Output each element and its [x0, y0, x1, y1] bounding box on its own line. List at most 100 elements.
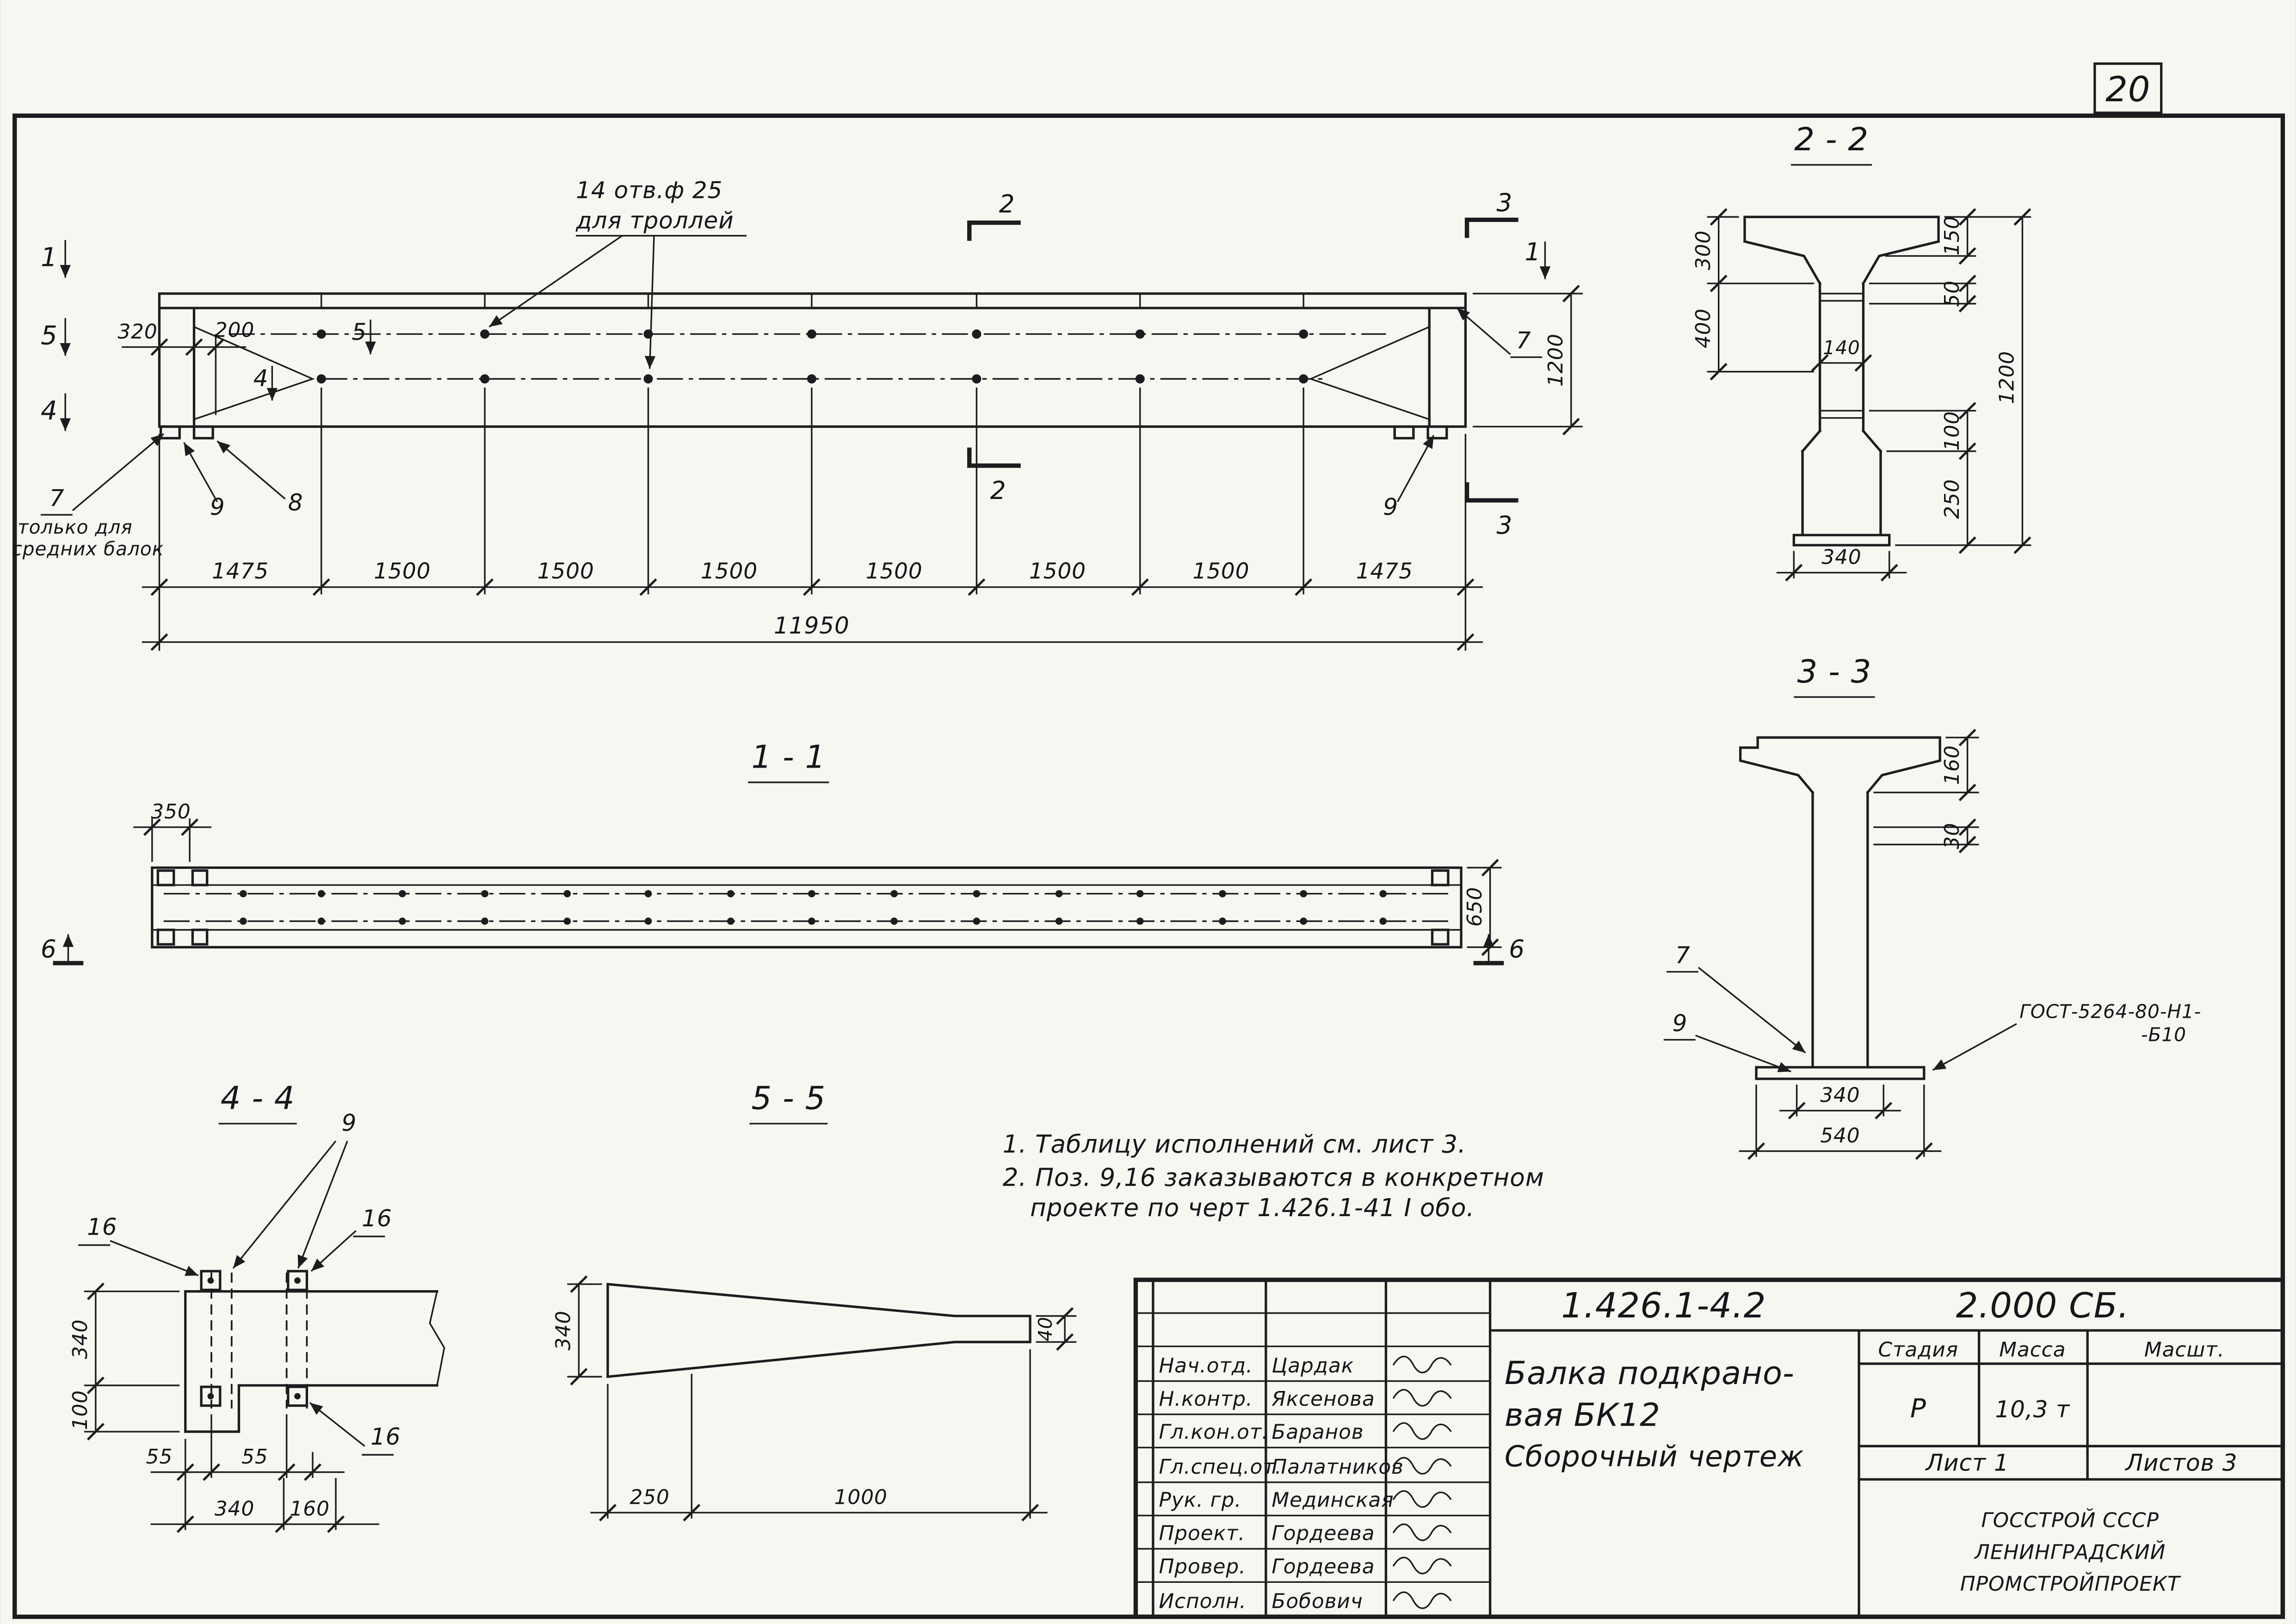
dim-40: 40 — [1034, 1316, 1056, 1341]
dim-segment: 1500 — [866, 559, 923, 584]
sheets-label: Листов 3 — [2124, 1450, 2237, 1476]
org-line2: ЛЕНИНГРАДСКИЙ — [1974, 1539, 2166, 1564]
signature-rows: Нач.отд. Цардак Н.контр. Яксенова Гл.кон… — [1159, 1354, 1452, 1613]
gost-note-line2: -Б10 — [2141, 1024, 2186, 1046]
detail-5-5-title: 5 - 5 — [751, 1080, 826, 1117]
cut-label-2-top: 2 — [999, 190, 1015, 219]
cut-label-6-left: 6 — [41, 935, 57, 963]
trolley-holes-note: 14 отв.ф 25 для троллей — [488, 177, 747, 369]
dim-1200-section: 1200 — [1995, 351, 2019, 404]
holes-note-line2: для троллей — [575, 207, 734, 234]
middle-beams-note-line2: средних балок — [12, 538, 164, 560]
main-elevation-view: 14 отв.ф 25 для троллей 1 5 4 2 2 3 3 1 … — [12, 177, 1583, 651]
section-2-2-title: 2 - 2 — [1794, 121, 1869, 158]
dim-1000: 1000 — [834, 1485, 888, 1509]
person-name: Палатников — [1271, 1455, 1403, 1479]
callout-9-right: 9 — [1383, 493, 1398, 520]
dim-340-section22: 340 — [1821, 546, 1861, 569]
person-name: Яксенова — [1271, 1387, 1375, 1411]
signature — [1392, 1457, 1452, 1475]
cut-label-4-inner: 4 — [253, 365, 269, 392]
dim-140: 140 — [1823, 337, 1860, 359]
role-label: Гл.кон.от. — [1159, 1421, 1269, 1444]
cut-marks: 1 5 4 2 2 3 3 1 5 4 — [41, 189, 1551, 540]
signature — [1392, 1556, 1452, 1575]
signature — [1392, 1422, 1452, 1440]
callout-9-section33: 9 — [1673, 1010, 1688, 1037]
sheet-label: Лист 1 — [1925, 1450, 2009, 1476]
callout-7-left: 7 — [49, 485, 65, 512]
dim-250: 250 — [630, 1485, 669, 1509]
drawing-title-line1: Балка подкрано- — [1505, 1355, 1795, 1392]
section-1-1: 1 - 1 350 650 6 6 — [41, 739, 1524, 966]
detail-4-4-title: 4 - 4 — [221, 1080, 295, 1117]
drawing-title: Балка подкрано- вая БК12 Сборочный черте… — [1505, 1355, 1804, 1473]
dim-segment: 1500 — [1192, 559, 1249, 584]
dim-150: 150 — [1940, 216, 1964, 256]
section-1-1-title: 1 - 1 — [751, 739, 826, 776]
callout-8: 8 — [288, 489, 303, 516]
doc-code-2: 2.000 СБ. — [1956, 1285, 2129, 1326]
detail-5-5: 5 - 5 340 40 250 1000 — [552, 1080, 1077, 1521]
callout-7-section33: 7 — [1675, 942, 1691, 969]
role-label: Провер. — [1159, 1555, 1246, 1579]
dim-250: 250 — [1940, 479, 1964, 519]
dim-540: 540 — [1820, 1124, 1860, 1148]
dim-segment: 1500 — [1029, 559, 1086, 584]
cut-label-1-right: 1 — [1525, 238, 1541, 266]
cut-label-2-bottom: 2 — [990, 476, 1006, 505]
organization: ГОССТРОЙ СССР ЛЕНИНГРАДСКИЙ ПРОМСТРОЙПРО… — [1960, 1507, 2181, 1596]
dim-650: 650 — [1463, 887, 1487, 927]
person-name: Гордеева — [1271, 1522, 1375, 1545]
stage-value: Р — [1910, 1394, 1926, 1424]
stage-header: Стадия — [1878, 1338, 1959, 1361]
signature — [1392, 1389, 1452, 1407]
stage-mass-scale: Стадия Масса Масшт. Р 10,3 т Лист 1 Лист… — [1878, 1338, 2237, 1476]
dim-340-section33: 340 — [1820, 1083, 1860, 1107]
dim-100-detail44: 100 — [68, 1390, 92, 1430]
dim-segment: 1500 — [701, 559, 758, 584]
signature — [1392, 1523, 1452, 1541]
drawing-title-line3: Сборочный чертеж — [1505, 1439, 1804, 1473]
main-dimensions: 320 200 1200 1475 1500 1500 1500 1500 15… — [117, 286, 1583, 651]
role-label: Проект. — [1159, 1522, 1245, 1545]
cut-label-3-bottom: 3 — [1497, 511, 1513, 540]
signature — [1392, 1355, 1452, 1373]
section-2-2: 2 - 2 140 300 400 150 50 100 250 1200 34… — [1691, 121, 2031, 580]
person-name: Бобович — [1271, 1590, 1363, 1613]
dim-50: 50 — [1940, 280, 1964, 307]
cut-label-5-left: 5 — [41, 320, 58, 351]
person-name: Баранов — [1271, 1421, 1364, 1444]
dim-200: 200 — [215, 319, 254, 342]
cut-label-3-top: 3 — [1497, 189, 1513, 217]
holes-note-line1: 14 отв.ф 25 — [576, 177, 722, 203]
dim-segment: 1500 — [374, 559, 431, 584]
role-label: Н.контр. — [1159, 1387, 1253, 1411]
cut-label-5-inner: 5 — [352, 319, 367, 345]
role-label: Гл.спец.от. — [1159, 1455, 1282, 1479]
callout-7-right: 7 — [1516, 327, 1531, 354]
callout-9-detail44: 9 — [342, 1110, 357, 1137]
dim-400: 400 — [1691, 308, 1715, 348]
dim-350: 350 — [151, 800, 191, 824]
dim-55-a: 55 — [146, 1445, 173, 1469]
signature — [1392, 1591, 1452, 1609]
callout-16-top-right: 16 — [362, 1205, 392, 1232]
dim-160-detail44: 160 — [290, 1497, 330, 1520]
dim-160: 160 — [1940, 745, 1964, 785]
callout-9-left: 9 — [210, 493, 225, 520]
dim-segment: 1475 — [1356, 559, 1413, 584]
middle-beams-note-line1: только для — [18, 516, 133, 538]
person-name: Гордеева — [1271, 1555, 1375, 1579]
dim-340-detail44: 340 — [68, 1319, 92, 1359]
main-callouts: 7 9 7 9 8 только для средних балок — [12, 307, 1543, 560]
drawing-title-line2: вая БК12 — [1505, 1397, 1660, 1434]
dim-320: 320 — [117, 320, 157, 344]
general-notes: 1. Таблицу исполнений см. лист 3. 2. Поз… — [1003, 1130, 1544, 1222]
note-line-1: 1. Таблицу исполнений см. лист 3. — [1003, 1130, 1466, 1158]
dim-100: 100 — [1940, 411, 1964, 451]
callout-16-top-left: 16 — [87, 1214, 117, 1241]
